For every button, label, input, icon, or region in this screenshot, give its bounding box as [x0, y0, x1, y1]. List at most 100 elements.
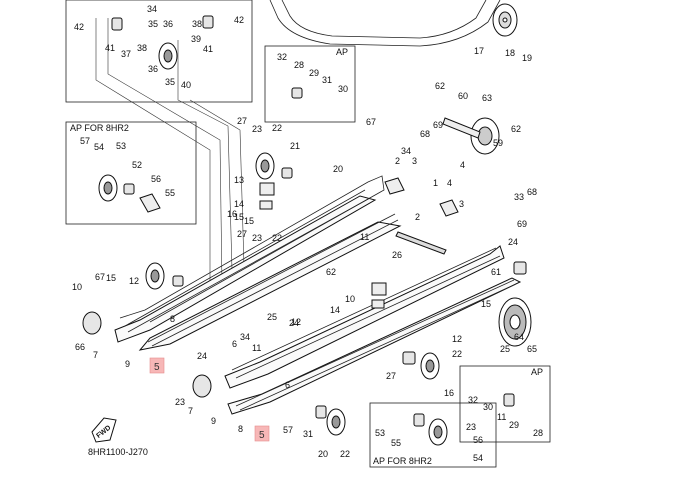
highlight-box-5-upper	[149, 357, 165, 374]
callout-number: 15	[106, 273, 116, 283]
callout-number: 52	[132, 160, 142, 170]
callout-number: 41	[203, 44, 213, 54]
callout-number: 62	[435, 81, 445, 91]
idler-wheel-64	[498, 297, 532, 347]
callout-number: 28	[294, 60, 304, 70]
callout-number: 56	[473, 435, 483, 445]
callout-number: 4	[447, 178, 452, 188]
callout-number: 16	[227, 209, 237, 219]
callout-number: 27	[237, 116, 247, 126]
callout-number: 25	[267, 312, 277, 322]
callout-number: 36	[148, 64, 158, 74]
callout-number: 63	[482, 93, 492, 103]
callout-number: 11	[497, 412, 506, 422]
callout-number: 62	[511, 124, 521, 134]
box-label-ap-top: AP	[336, 47, 348, 57]
callout-number: 23	[252, 233, 262, 243]
callout-number: 62	[326, 267, 336, 277]
callout-number: 4	[460, 160, 465, 170]
callout-number: 29	[309, 68, 319, 78]
callout-number: 28	[533, 428, 543, 438]
callout-number: 64	[514, 332, 524, 342]
highlight-box-5-lower	[254, 425, 270, 442]
idler-wheel-63	[442, 117, 500, 155]
bracket-parts	[139, 177, 459, 309]
callout-number: 30	[338, 84, 348, 94]
callout-number: 20	[333, 164, 343, 174]
callout-number: 53	[375, 428, 385, 438]
callout-number: 12	[129, 276, 139, 286]
callout-number: 23	[252, 124, 262, 134]
callout-number: 18	[505, 48, 515, 58]
detail-box-ap-top	[264, 45, 356, 123]
callout-number: 6	[285, 380, 290, 390]
callout-number: 53	[116, 141, 126, 151]
callout-number: 65	[527, 344, 537, 354]
callout-number: 42	[234, 15, 244, 25]
callout-number: 12	[452, 334, 462, 344]
highlight-label-5-lower: 5	[259, 430, 265, 441]
callout-number: 68	[527, 187, 537, 197]
wheel-22-right	[420, 352, 440, 380]
callout-number: 69	[517, 219, 527, 229]
box-label-ap-for-8hr2-left: AP FOR 8HR2	[70, 123, 129, 133]
callout-number: 8	[238, 424, 243, 434]
wheel-22-mid	[145, 262, 165, 290]
callout-number: 59	[493, 138, 503, 148]
callout-number: 17	[474, 46, 484, 56]
callout-number: 10	[72, 282, 82, 292]
callout-number: 54	[94, 142, 104, 152]
callout-number: 22	[452, 349, 462, 359]
callout-number: 42	[74, 22, 84, 32]
callout-number: 2	[415, 212, 420, 222]
callout-number: 40	[181, 80, 191, 90]
callout-number: 24	[197, 351, 207, 361]
callout-number: 1	[433, 178, 438, 188]
callout-number: 34	[401, 146, 411, 156]
callout-number: 39	[191, 34, 201, 44]
callout-number: 57	[80, 136, 90, 146]
callout-number: 30	[483, 402, 493, 412]
detail-box-top-left	[65, 0, 253, 103]
highlight-label-5-upper: 5	[154, 362, 160, 373]
callout-number: 15	[234, 212, 244, 222]
callout-number: 19	[522, 53, 532, 63]
rail-upper	[114, 175, 385, 343]
callout-number: 16	[444, 388, 454, 398]
callout-number: 32	[277, 52, 287, 62]
wheel-22-upper	[255, 152, 275, 180]
callout-number: 61	[491, 267, 501, 277]
callout-number: 13	[234, 175, 244, 185]
callout-number: 41	[105, 43, 115, 53]
detail-box-ap-for-8hr2-left	[65, 121, 197, 225]
detail-box-ap-for-8hr2-bottom	[369, 402, 497, 468]
callout-number: 23	[466, 422, 476, 432]
callout-number: 11	[252, 343, 261, 353]
callout-number: 9	[211, 416, 216, 426]
callout-number: 14	[234, 199, 244, 209]
idler-wheel-17	[492, 3, 518, 37]
rail-lower-2	[227, 277, 522, 415]
callout-number: 37	[121, 49, 131, 59]
wheel-22-bottom	[326, 408, 346, 436]
callout-number: 2	[395, 156, 400, 166]
callout-number: 24	[508, 237, 518, 247]
callout-number: 35	[148, 19, 158, 29]
box-label-ap-for-8hr2-bottom: AP FOR 8HR2	[373, 456, 432, 466]
callout-number: 56	[151, 174, 161, 184]
callout-number: 20	[318, 449, 328, 459]
spacer-parts	[82, 15, 527, 427]
callout-number: 27	[386, 371, 396, 381]
callout-number: 24	[289, 318, 299, 328]
callout-number: 55	[391, 438, 401, 448]
callout-number: 27	[237, 229, 247, 239]
callout-number: 3	[412, 156, 417, 166]
callout-number: 67	[366, 117, 376, 127]
callout-number: 21	[290, 141, 300, 151]
callout-number: 7	[188, 406, 193, 416]
callout-number: 10	[345, 294, 355, 304]
callout-number: 15	[481, 299, 491, 309]
rail-lower	[224, 245, 505, 389]
